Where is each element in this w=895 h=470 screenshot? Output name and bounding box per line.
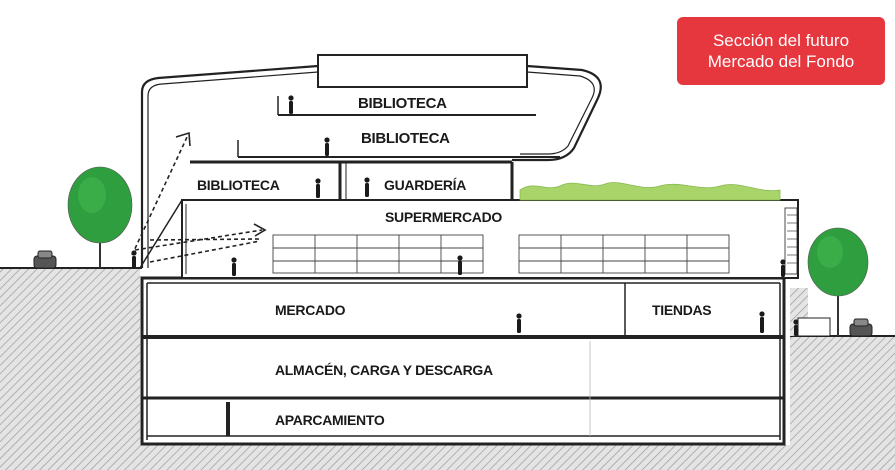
- label-biblioteca-mid: BIBLIOTECA: [361, 130, 450, 147]
- person-icon: [231, 257, 237, 276]
- person-icon: [131, 250, 137, 268]
- label-almacen: ALMACÉN, CARGA Y DESCARGA: [275, 362, 493, 378]
- arrow-heads: [175, 131, 267, 237]
- person-icon: [780, 259, 786, 277]
- person-icon: [516, 313, 522, 333]
- tree-left: [67, 166, 133, 268]
- label-guarderia: GUARDERÍA: [384, 177, 466, 193]
- car-right-icon: [849, 318, 873, 337]
- library-nursery-level: [190, 160, 514, 201]
- label-biblioteca-top: BIBLIOTECA: [358, 95, 447, 112]
- caption-badge: Sección del futuro Mercado del Fondo: [677, 17, 885, 85]
- roof-garden: [519, 182, 781, 201]
- label-supermercado: SUPERMERCADO: [385, 209, 502, 225]
- roof-shell: [140, 54, 602, 268]
- label-tiendas: TIENDAS: [652, 302, 711, 318]
- underground-structure: [140, 276, 786, 446]
- caption-line-1: Sección del futuro: [712, 31, 850, 50]
- circulation-arrows: [131, 134, 263, 263]
- shelving-left: [272, 234, 484, 274]
- car-left-icon: [33, 250, 57, 269]
- tree-right: [807, 227, 869, 336]
- person-icon: [364, 177, 370, 197]
- shelving-right: [518, 234, 730, 274]
- person-icon: [315, 178, 321, 198]
- person-icon: [324, 137, 330, 156]
- label-biblioteca-low: BIBLIOTECA: [197, 177, 280, 193]
- people: [131, 95, 799, 336]
- label-aparcamiento: APARCAMIENTO: [275, 412, 385, 428]
- person-icon: [793, 319, 799, 336]
- upper-slabs: [237, 96, 560, 158]
- person-icon: [759, 311, 765, 333]
- label-mercado: MERCADO: [275, 302, 346, 318]
- street-kiosk: [797, 317, 831, 337]
- person-icon: [288, 95, 294, 114]
- person-icon: [457, 255, 463, 275]
- caption-line-2: Mercado del Fondo: [707, 52, 855, 71]
